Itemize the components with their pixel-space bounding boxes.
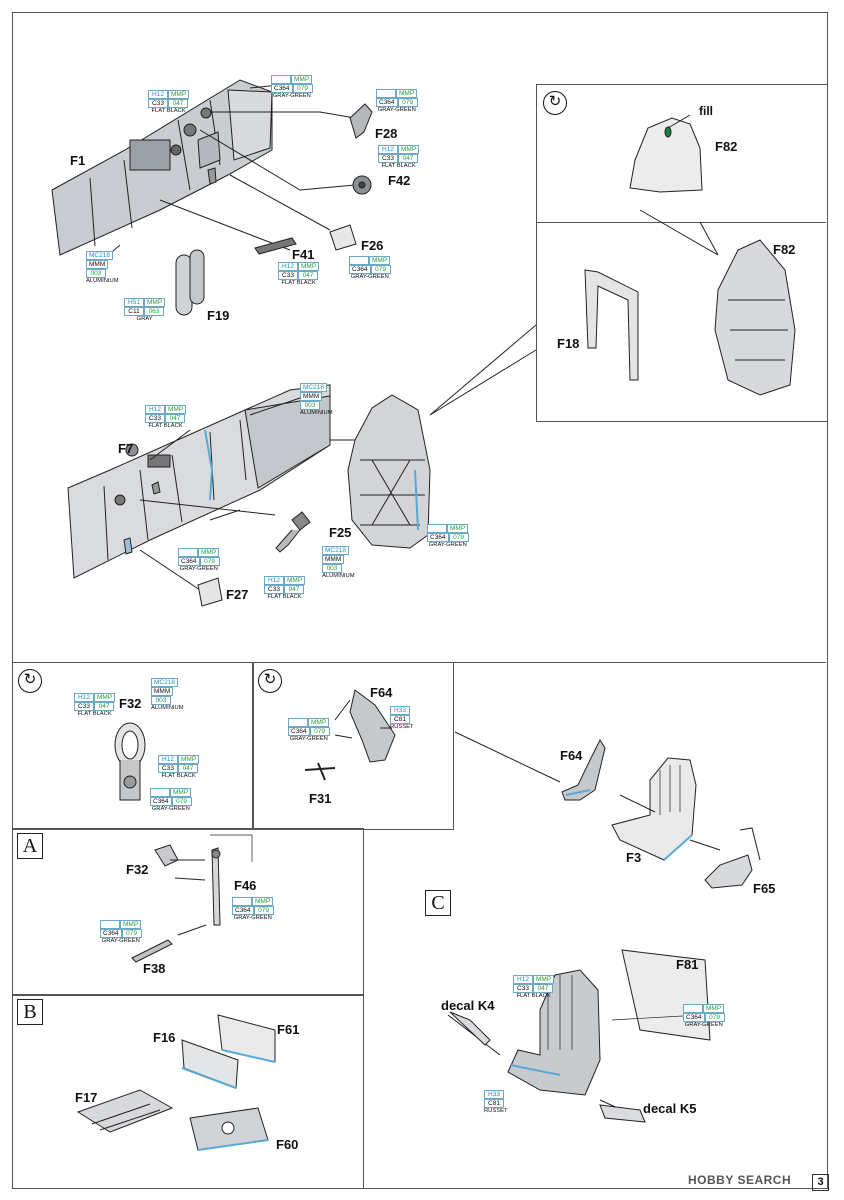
paint-ref-r16: MC218 MMM 003 ALUMINIUM [151, 678, 184, 711]
section-rot-left-frame [12, 662, 254, 830]
part-F19: F19 [207, 308, 230, 323]
section-c-label: C [425, 890, 451, 916]
page-number: 3 [812, 1174, 829, 1191]
part-F32: F32 [119, 696, 142, 711]
inset-f82-frame [536, 84, 828, 422]
part-F17: F17 [75, 1090, 98, 1105]
section-a-label: A [17, 833, 43, 859]
paint-ref-r25: H33 C81 RUSSET [484, 1090, 508, 1114]
main-frame [12, 12, 828, 1189]
part-F25: F25 [329, 525, 352, 540]
part-F64-mid: F64 [370, 685, 393, 700]
part-F46: F46 [234, 878, 257, 893]
part-F27: F27 [226, 587, 249, 602]
paint-ref-r13: MC218 MMM 003 ALUMINIUM [322, 546, 355, 579]
rotate-icon-inset [543, 91, 567, 115]
rotate-icon-mid [258, 669, 282, 693]
part-F1: F1 [70, 153, 86, 168]
section-b-label: B [17, 999, 43, 1025]
label-decal-K4: decal K4 [441, 998, 495, 1013]
watermark: HOBBY SEARCH [688, 1173, 792, 1187]
part-F3: F3 [626, 850, 642, 865]
part-F42: F42 [388, 173, 411, 188]
part-F32-a: F32 [126, 862, 149, 877]
right-lower-divider [362, 662, 826, 663]
part-F28: F28 [375, 126, 398, 141]
section-a-frame [12, 828, 364, 996]
part-F60: F60 [276, 1137, 299, 1152]
part-F61: F61 [277, 1022, 300, 1037]
label-decal-K5: decal K5 [643, 1101, 697, 1116]
paint-ref-r5: MC218 MMM 003 ALUMINIUM [86, 251, 119, 284]
rotate-icon-left [18, 669, 42, 693]
part-F26: F26 [361, 238, 384, 253]
part-F7: F7 [118, 441, 134, 456]
paint-ref-r20: H33 C81 RUSSET [390, 706, 414, 730]
part-F18: F18 [557, 336, 580, 351]
part-F65: F65 [753, 881, 776, 896]
label-fill: fill [699, 104, 713, 118]
part-F41: F41 [292, 247, 315, 262]
section-rot-mid-frame [252, 662, 454, 830]
inset-divider [536, 222, 826, 223]
part-F82-lower: F82 [773, 242, 796, 257]
part-F81: F81 [676, 957, 699, 972]
part-F64-right: F64 [560, 748, 583, 763]
section-b-frame [12, 994, 364, 1189]
part-F16: F16 [153, 1030, 176, 1045]
part-F38: F38 [143, 961, 166, 976]
part-F31: F31 [309, 791, 332, 806]
paint-ref-r9: MC218 MMM 003 ALUMINIUM [300, 383, 333, 416]
part-F82-upper: F82 [715, 139, 738, 154]
